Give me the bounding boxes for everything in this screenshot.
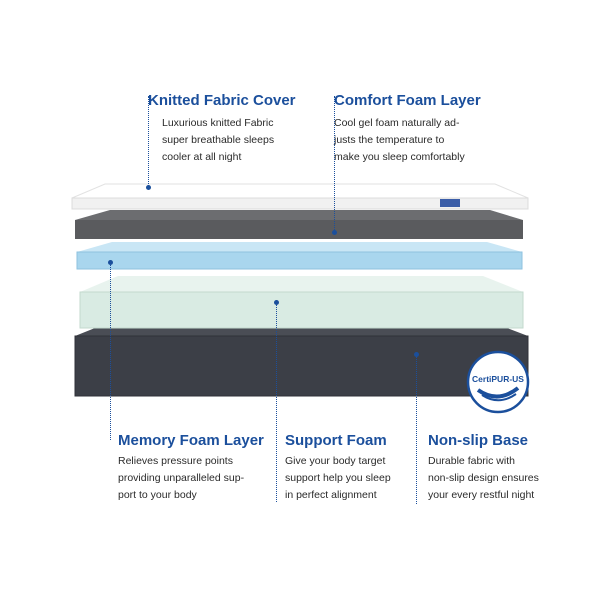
comfort-foam-layer: [75, 210, 523, 239]
callout-description: Relieves pressure points providing unpar…: [118, 455, 245, 501]
callout-marker: [332, 230, 337, 235]
callout-description: Luxurious knitted Fabric super breathabl…: [162, 117, 275, 163]
callout-comfort-foam: Comfort Foam Layer Cool gel foam natural…: [334, 92, 524, 166]
callout-description: Cool gel foam naturally ad- justs the te…: [334, 117, 465, 163]
brand-tag-icon: [440, 199, 460, 207]
callout-marker: [274, 300, 279, 305]
callout-marker: [414, 352, 419, 357]
knitted-cover-layer: [71, 183, 529, 210]
leader-line: [110, 262, 111, 440]
callout-marker: [146, 185, 151, 190]
certipur-us-badge: CertiPUR-US: [466, 350, 530, 414]
non-slip-base-layer: [74, 320, 529, 397]
callout-title: Memory Foam Layer: [118, 432, 264, 449]
callout-description: Give your body target support help you s…: [285, 455, 391, 501]
certipur-seal-icon: [466, 350, 530, 414]
support-foam-layer: [79, 276, 524, 329]
callout-title: Comfort Foam Layer: [334, 92, 481, 109]
memory-foam-layer: [76, 242, 523, 270]
callout-marker: [108, 260, 113, 265]
badge-text: CertiPUR-US: [472, 374, 524, 384]
leader-line: [334, 96, 335, 232]
callout-description: Durable fabric with non-slip design ensu…: [428, 455, 539, 501]
callout-title: Non-slip Base: [428, 432, 529, 449]
callout-support-foam: Support Foam Give your body target suppo…: [276, 432, 426, 504]
callout-non-slip-base: Non-slip Base Durable fabric with non-sl…: [416, 432, 566, 504]
callout-title: Knitted Fabric Cover: [148, 92, 296, 109]
callout-title: Support Foam: [285, 432, 387, 449]
leader-line: [148, 96, 149, 188]
leader-line: [416, 354, 417, 504]
leader-line: [276, 302, 277, 502]
callout-memory-foam: Memory Foam Layer Relieves pressure poin…: [110, 432, 280, 504]
callout-knitted-cover: Knitted Fabric Cover Luxurious knitted F…: [148, 92, 328, 166]
